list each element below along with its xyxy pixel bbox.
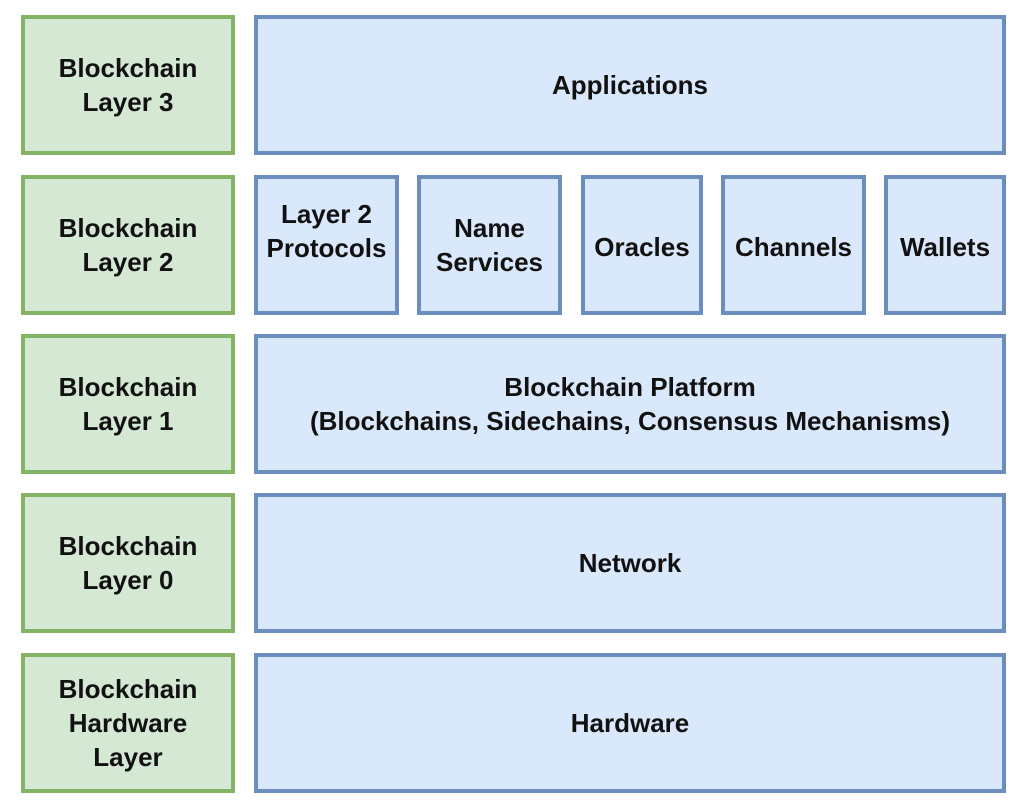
channels-box: Channels (721, 175, 866, 315)
layer-0-box: Blockchain Layer 0 (21, 493, 235, 633)
layer-2-label: Blockchain Layer 2 (58, 213, 198, 277)
wallets-label: Wallets (899, 232, 991, 262)
name-services-label: Name Services (436, 213, 543, 277)
layer-1-box: Blockchain Layer 1 (21, 334, 235, 474)
applications-label: Applications (551, 70, 708, 100)
blockchain-platform-box: Blockchain Platform (Blockchains, Sidech… (254, 334, 1006, 474)
hardware-layer-box: Blockchain Hardware Layer (21, 653, 235, 793)
layer-3-box: Blockchain Layer 3 (21, 15, 235, 155)
wallets-box: Wallets (884, 175, 1006, 315)
layer-2-box: Blockchain Layer 2 (21, 175, 235, 315)
layer-3-label: Blockchain Layer 3 (58, 53, 198, 117)
name-services-box: Name Services (417, 175, 562, 315)
hardware-box: Hardware (254, 653, 1006, 793)
network-box: Network (254, 493, 1006, 633)
network-label: Network (578, 548, 682, 578)
hardware-label: Hardware (570, 708, 690, 738)
channels-label: Channels (734, 232, 853, 262)
layer-0-label: Blockchain Layer 0 (58, 531, 198, 595)
oracles-label: Oracles (594, 232, 690, 262)
oracles-box: Oracles (581, 175, 703, 315)
applications-box: Applications (254, 15, 1006, 155)
layer-1-label: Blockchain Layer 1 (58, 372, 198, 436)
layer2-protocols-box: Layer 2 Protocols (254, 175, 399, 315)
blockchain-platform-label: Blockchain Platform (Blockchains, Sidech… (309, 372, 951, 436)
hardware-layer-label: Blockchain Hardware Layer (58, 674, 198, 772)
layer2-protocols-label: Layer 2 Protocols (266, 199, 387, 263)
